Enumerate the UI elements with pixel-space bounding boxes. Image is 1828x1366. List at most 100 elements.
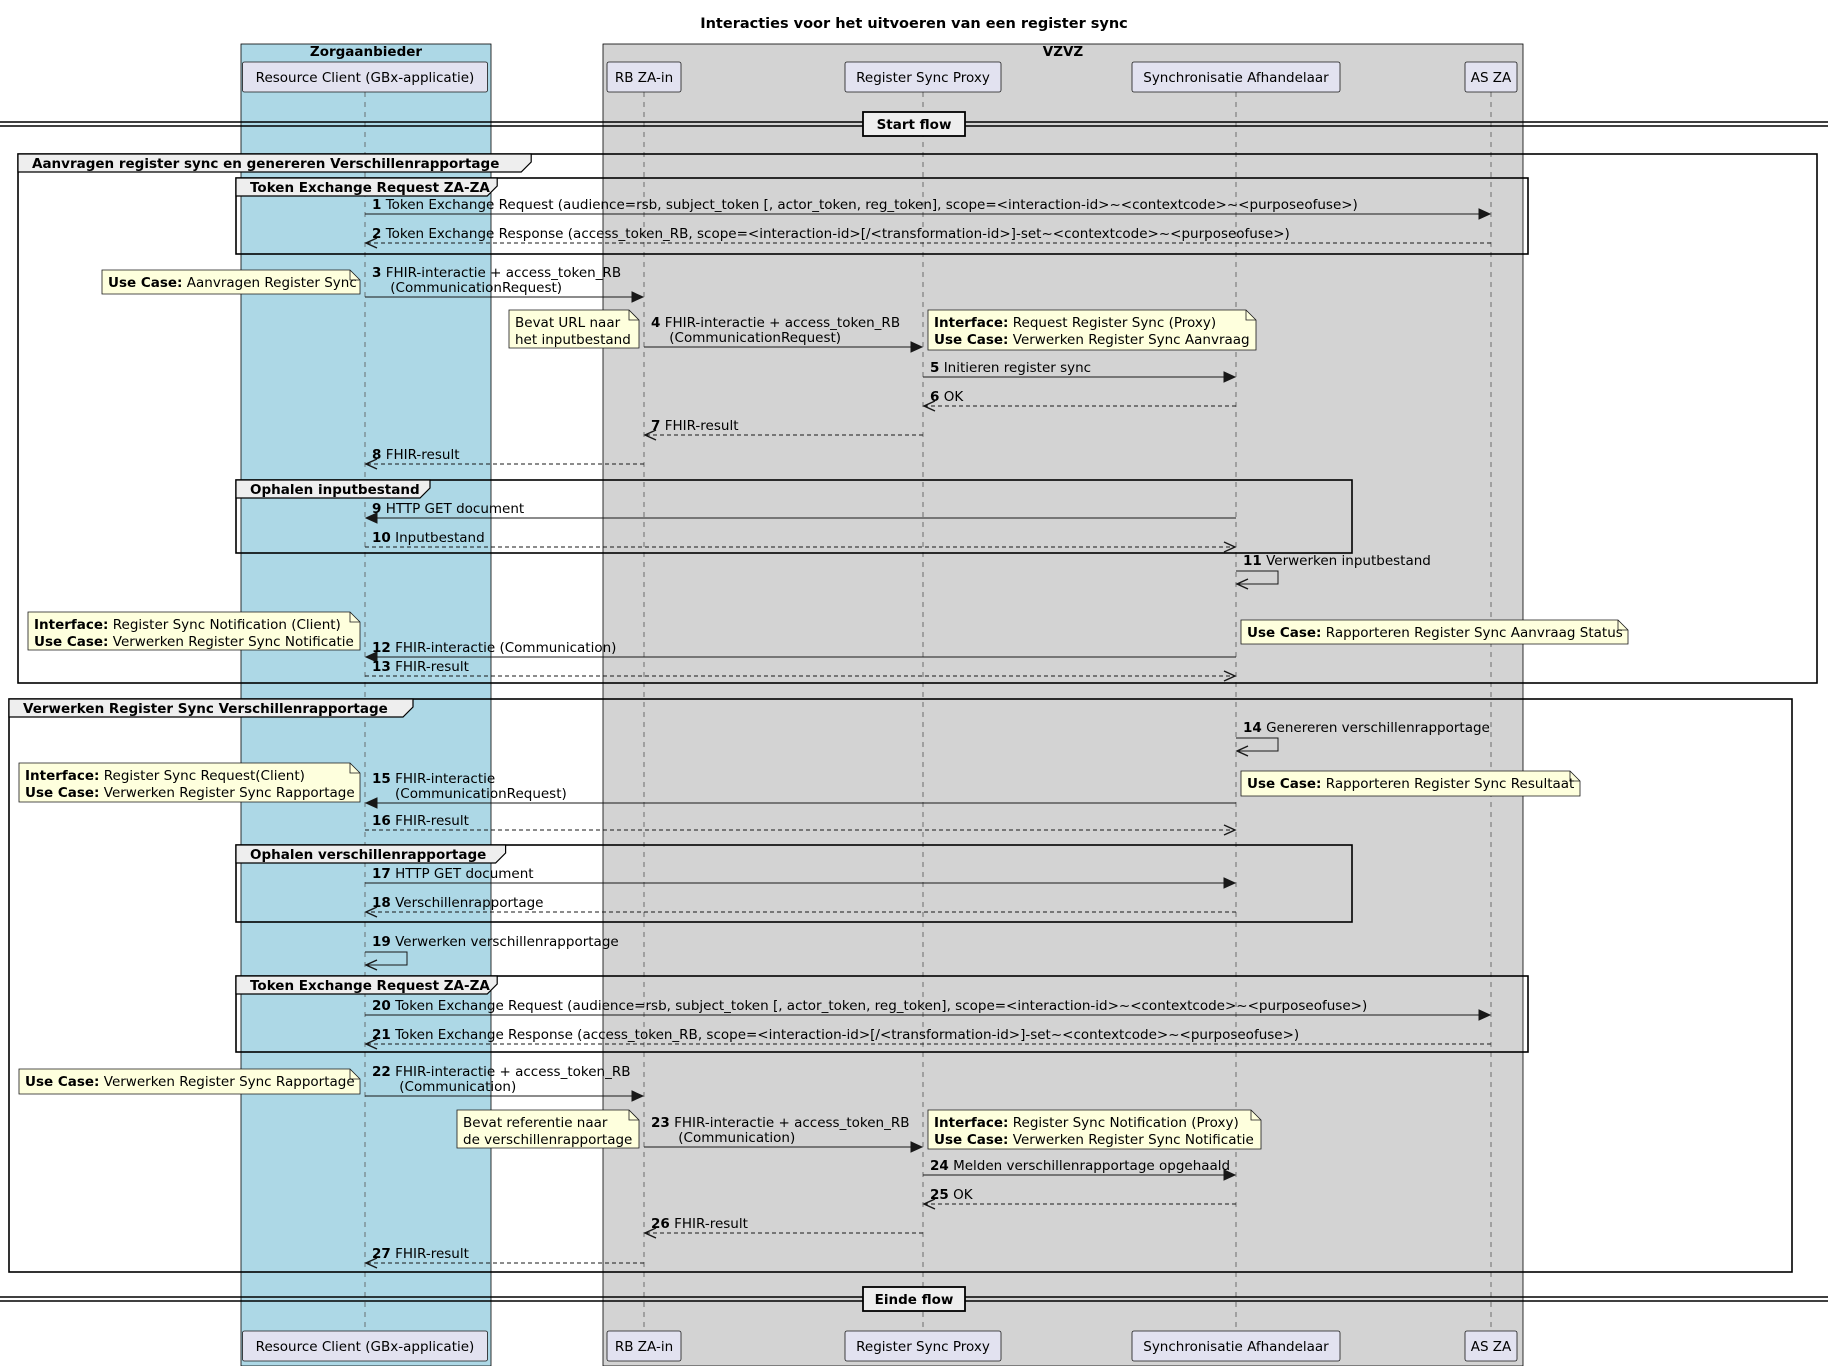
note-n4 <box>27 611 361 651</box>
message-label-14: 14 Genereren verschillenrapportage <box>1243 720 1490 736</box>
note-fold <box>628 1110 639 1121</box>
message-18: 18 Verschillenrapportage <box>364 895 1236 918</box>
note-text-n8: Use Case: Verwerken Register Sync Rappor… <box>25 1074 355 1090</box>
note-fold <box>628 310 639 321</box>
message-arrowhead-2 <box>364 237 378 249</box>
note-n10 <box>927 1109 1262 1150</box>
group-label-g2: Verwerken Register Sync Verschillenrappo… <box>23 701 388 717</box>
message-8: 8 FHIR-result <box>364 447 644 470</box>
message-1: 1 Token Exchange Request (audience=rsb, … <box>365 197 1492 220</box>
note-text-n4: Interface: Register Sync Notification (C… <box>34 617 341 633</box>
message-26: 26 FHIR-result <box>643 1216 923 1239</box>
message-label-8: 8 FHIR-result <box>372 447 460 463</box>
box-label-vzvz: VZVZ <box>1043 44 1084 60</box>
note-text-n9: Bevat referentie naar <box>463 1115 608 1131</box>
message-label-2: 2 Token Exchange Response (access_token_… <box>372 226 1290 242</box>
message-6: 6 OK <box>922 389 1236 412</box>
message-label-25: 25 OK <box>930 1187 974 1203</box>
message-arrowhead-22 <box>631 1090 645 1102</box>
message-2: 2 Token Exchange Response (access_token_… <box>364 226 1491 249</box>
group-frame-g2b <box>235 975 1529 1053</box>
message-label-13: 13 FHIR-result <box>372 659 469 675</box>
message-label-11: 11 Verwerken inputbestand <box>1243 553 1431 569</box>
participant-rsp-top <box>844 61 1002 93</box>
message-27: 27 FHIR-result <box>364 1246 644 1269</box>
group-tab-g2b <box>235 975 498 995</box>
message-label-24: 24 Melden verschillenrapportage opgehaal… <box>930 1158 1230 1174</box>
message-arrowhead-19 <box>364 959 378 971</box>
note-n3 <box>927 309 1257 351</box>
message-label-17: 17 HTTP GET document <box>372 866 534 882</box>
message-arrowhead-20 <box>1478 1009 1492 1021</box>
message-arrowhead-13 <box>1223 670 1237 682</box>
note-n7 <box>1240 770 1581 797</box>
message-3: 3 FHIR-interactie + access_token_RB (Com… <box>365 265 645 303</box>
participant-label-rsp: Register Sync Proxy <box>856 70 990 86</box>
message-24: 24 Melden verschillenrapportage opgehaal… <box>923 1158 1237 1181</box>
message-label-21: 21 Token Exchange Response (access_token… <box>372 1027 1299 1043</box>
participant-label-rc: Resource Client (GBx-applicatie) <box>256 70 475 86</box>
note-fold <box>1569 771 1580 782</box>
message-5: 5 Initieren register sync <box>923 360 1237 383</box>
message-arrowhead-15 <box>364 797 378 809</box>
message-arrowhead-14 <box>1235 745 1249 757</box>
note-n5 <box>1240 619 1629 645</box>
message-20: 20 Token Exchange Request (audience=rsb,… <box>365 998 1492 1021</box>
message-4: 4 FHIR-interactie + access_token_RB (Com… <box>644 315 924 353</box>
message-13: 13 FHIR-result <box>365 659 1237 682</box>
group-frame-g2 <box>8 698 1793 1273</box>
note-text-n10: Interface: Register Sync Notification (P… <box>934 1115 1239 1131</box>
note-n8 <box>18 1068 361 1095</box>
participant-rsp-bottom <box>844 1330 1002 1362</box>
note-text-n6: Use Case: Verwerken Register Sync Rappor… <box>25 785 355 801</box>
note-fold <box>349 763 360 774</box>
message-arrowhead-10 <box>1223 541 1237 553</box>
note-n2 <box>508 309 640 349</box>
participant-label-sa: Synchronisatie Afhandelaar <box>1143 70 1329 86</box>
group-label-g1b: Ophalen inputbestand <box>250 482 420 498</box>
note-text-n2: het inputbestand <box>515 332 631 348</box>
message-arrowhead-21 <box>364 1038 378 1050</box>
message-23: 23 FHIR-interactie + access_token_RB (Co… <box>644 1115 924 1153</box>
participant-label-rb: RB ZA-in <box>615 1339 673 1355</box>
message-12: 12 FHIR-interactie (Communication) <box>364 640 1236 663</box>
note-text-n2: Bevat URL naar <box>515 315 621 331</box>
participant-heads: Resource Client (GBx-applicatie)Resource… <box>242 61 1518 1362</box>
message-arrowhead-4 <box>910 341 924 353</box>
note-fold <box>1617 620 1628 631</box>
participant-label-rsp: Register Sync Proxy <box>856 1339 990 1355</box>
note-n1 <box>101 269 361 295</box>
group-frame-g2a <box>235 844 1353 923</box>
message-label-3: 3 FHIR-interactie + access_token_RB (Com… <box>372 265 621 296</box>
group-label-g1a: Token Exchange Request ZA-ZA <box>250 180 490 196</box>
message-arrowhead-27 <box>364 1257 378 1269</box>
participant-rb-top <box>606 61 682 93</box>
message-label-5: 5 Initieren register sync <box>930 360 1091 376</box>
participant-label-sa: Synchronisatie Afhandelaar <box>1143 1339 1329 1355</box>
group-label-g2b: Token Exchange Request ZA-ZA <box>250 978 490 994</box>
note-text-n10: Use Case: Verwerken Register Sync Notifi… <box>934 1132 1254 1148</box>
message-arrowhead-17 <box>1223 877 1237 889</box>
message-22: 22 FHIR-interactie + access_token_RB (Co… <box>365 1064 645 1102</box>
note-text-n3: Use Case: Verwerken Register Sync Aanvra… <box>934 332 1250 348</box>
note-text-n1: Use Case: Aanvragen Register Sync <box>108 275 357 291</box>
divider-label-einde: Einde flow <box>875 1292 954 1308</box>
message-arrowhead-16 <box>1223 824 1237 836</box>
participant-sa-bottom <box>1131 1330 1341 1362</box>
group-tab-g2a <box>235 844 507 864</box>
participant-as-bottom <box>1464 1330 1518 1362</box>
message-label-15: 15 FHIR-interactie(CommunicationRequest) <box>372 771 567 802</box>
message-label-10: 10 Inputbestand <box>372 530 485 546</box>
message-9: 9 HTTP GET document <box>364 501 1236 524</box>
note-text-n6: Interface: Register Sync Request(Client) <box>25 768 305 784</box>
box-label-zorg: Zorgaanbieder <box>310 44 422 60</box>
participant-label-as: AS ZA <box>1471 70 1512 86</box>
message-label-7: 7 FHIR-result <box>651 418 739 434</box>
group-label-g2a: Ophalen verschillenrapportage <box>250 847 486 863</box>
participant-rb-bottom <box>606 1330 682 1362</box>
group-label-g1: Aanvragen register sync en genereren Ver… <box>32 156 499 172</box>
message-label-19: 19 Verwerken verschillenrapportage <box>372 934 619 950</box>
note-text-n9: de verschillenrapportage <box>463 1132 632 1148</box>
